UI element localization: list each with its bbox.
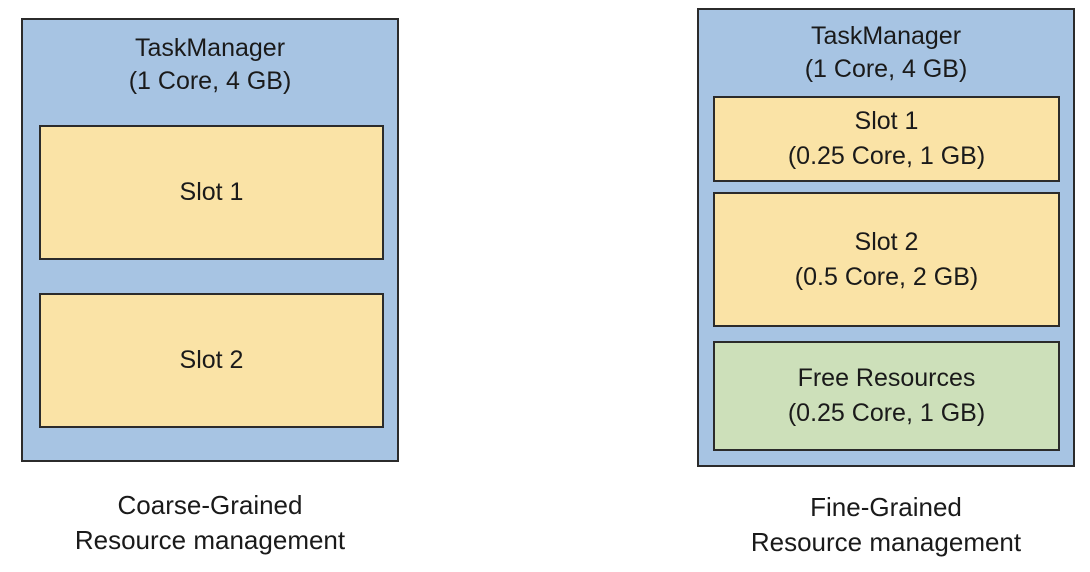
coarse-taskmanager-label: TaskManager — [134, 34, 286, 62]
fine-free-resources-amount: (0.25 Core, 1 GB) — [787, 399, 986, 427]
fine-caption-line1: Fine-Grained — [810, 492, 962, 522]
coarse-slot-2: Slot 2 — [39, 293, 384, 428]
fine-free-resources-label: Free Resources — [797, 364, 976, 392]
coarse-caption: Coarse-Grained Resource management — [21, 488, 399, 558]
fine-caption: Fine-Grained Resource management — [697, 490, 1075, 560]
fine-taskmanager-label: TaskManager — [810, 22, 962, 50]
fine-slot-2-resources: (0.5 Core, 2 GB) — [794, 262, 979, 291]
fine-taskmanager-title: TaskManager (1 Core, 4 GB) — [699, 20, 1073, 86]
coarse-caption-line2: Resource management — [74, 525, 346, 555]
coarse-slot-2-label: Slot 2 — [179, 346, 244, 374]
coarse-slot-1-label: Slot 1 — [179, 178, 244, 206]
fine-taskmanager-resources: (1 Core, 4 GB) — [804, 55, 968, 83]
coarse-taskmanager-title: TaskManager (1 Core, 4 GB) — [23, 32, 397, 98]
fine-slot-1: Slot 1 (0.25 Core, 1 GB) — [713, 96, 1060, 182]
fine-caption-line2: Resource management — [750, 527, 1022, 557]
fine-free-resources: Free Resources (0.25 Core, 1 GB) — [713, 341, 1060, 451]
fine-slot-1-resources: (0.25 Core, 1 GB) — [787, 142, 986, 170]
coarse-taskmanager: TaskManager (1 Core, 4 GB) Slot 1 Slot 2 — [21, 18, 399, 462]
coarse-taskmanager-resources: (1 Core, 4 GB) — [128, 67, 292, 95]
fine-slot-2: Slot 2 (0.5 Core, 2 GB) — [713, 192, 1060, 327]
fine-taskmanager: TaskManager (1 Core, 4 GB) Slot 1 (0.25 … — [697, 8, 1075, 467]
fine-slot-2-label: Slot 2 — [854, 227, 919, 256]
coarse-caption-line1: Coarse-Grained — [117, 490, 303, 520]
coarse-slot-1: Slot 1 — [39, 125, 384, 260]
fine-slot-1-label: Slot 1 — [854, 107, 919, 135]
